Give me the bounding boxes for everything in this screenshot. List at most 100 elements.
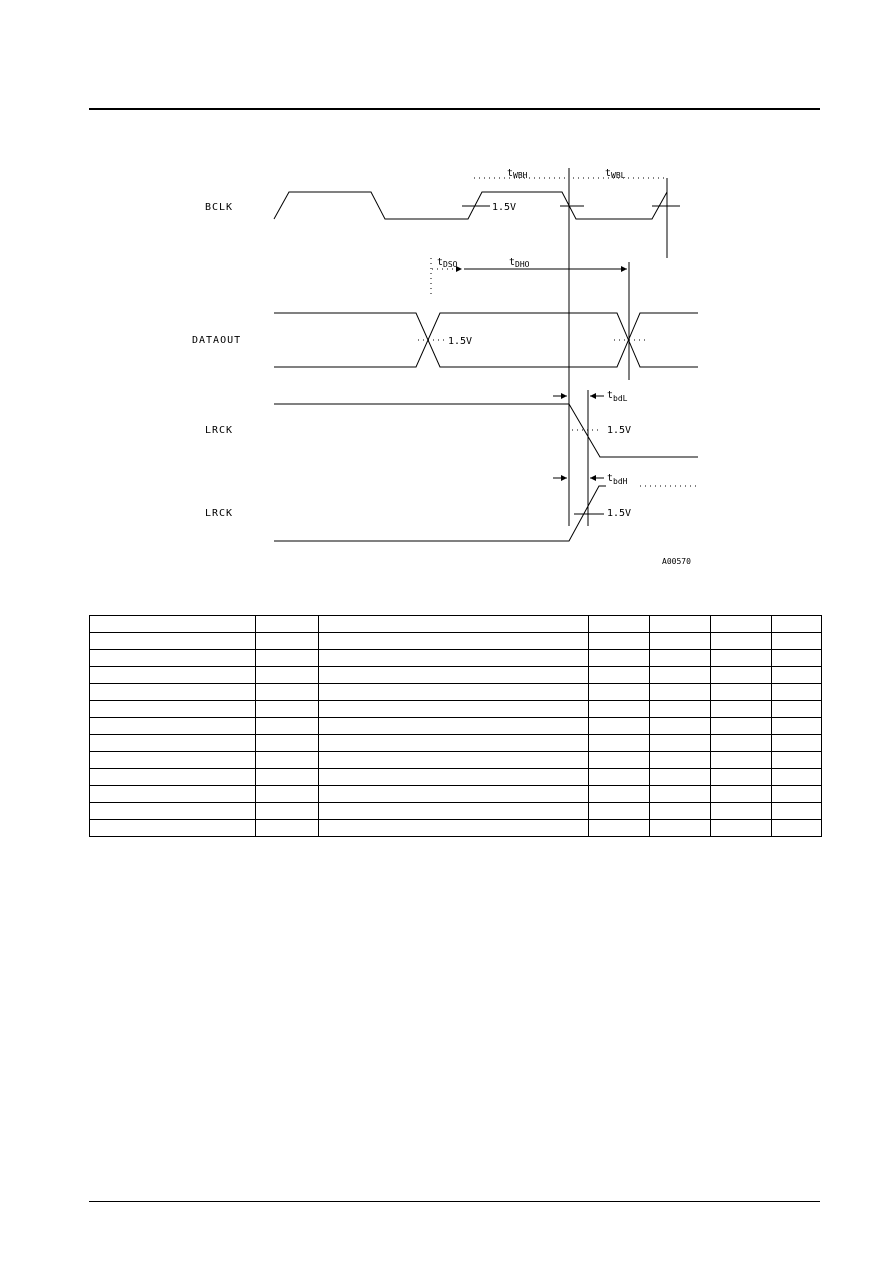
table-cell xyxy=(89,785,256,803)
table-cell xyxy=(588,785,650,803)
table-cell xyxy=(89,734,256,752)
table-cell xyxy=(318,802,589,820)
threshold-label-lrck-1: 1.5V xyxy=(607,425,631,436)
table-cell xyxy=(649,632,711,650)
table-cell xyxy=(771,802,822,820)
table-cell xyxy=(649,734,711,752)
arrowheads xyxy=(456,266,627,481)
table-cell xyxy=(588,768,650,786)
table-cell xyxy=(588,666,650,684)
table-cell xyxy=(255,700,319,718)
table-cell xyxy=(710,683,772,701)
param-label-twbh: tWBH xyxy=(507,168,528,180)
footer-rule xyxy=(89,1201,820,1202)
table-cell xyxy=(318,768,589,786)
table-cell xyxy=(771,615,822,633)
threshold-label-lrck-2: 1.5V xyxy=(607,508,631,519)
threshold-label-dataout: 1.5V xyxy=(448,336,472,347)
table-body xyxy=(89,615,822,837)
table-cell xyxy=(318,683,589,701)
table-cell xyxy=(771,785,822,803)
table-cell xyxy=(771,734,822,752)
table-row xyxy=(89,649,822,667)
table-cell xyxy=(89,819,256,837)
table-cell xyxy=(710,649,772,667)
header-rule xyxy=(89,108,820,110)
table-cell xyxy=(89,666,256,684)
table-cell xyxy=(89,649,256,667)
table-cell xyxy=(771,700,822,718)
table-cell xyxy=(588,649,650,667)
param-label-tdso: tDSO xyxy=(437,257,458,269)
tbdh-arrowhead-left xyxy=(561,475,567,481)
table-cell xyxy=(318,717,589,735)
table-row xyxy=(89,700,822,718)
table-cell xyxy=(318,751,589,769)
table-cell xyxy=(649,768,711,786)
table-cell xyxy=(255,632,319,650)
table-cell xyxy=(649,717,711,735)
table-cell xyxy=(255,751,319,769)
table-cell xyxy=(588,683,650,701)
table-cell xyxy=(710,700,772,718)
lrck1-waveform xyxy=(274,403,698,458)
tdso-arrowhead xyxy=(456,266,462,272)
table-cell xyxy=(318,666,589,684)
param-label-twbl: tWBL xyxy=(605,168,626,180)
table-row xyxy=(89,683,822,701)
table-cell xyxy=(710,785,772,803)
threshold-label-bclk: 1.5V xyxy=(492,202,516,213)
table-cell xyxy=(710,632,772,650)
table-cell xyxy=(255,649,319,667)
table-cell xyxy=(588,632,650,650)
table-cell xyxy=(710,751,772,769)
table-row xyxy=(89,717,822,735)
param-label-tbdl: tbdL xyxy=(607,390,628,403)
table-cell xyxy=(318,632,589,650)
table-cell xyxy=(89,717,256,735)
table-cell xyxy=(318,819,589,837)
tdho-arrowhead xyxy=(621,266,627,272)
table-cell xyxy=(649,819,711,837)
tbdh-arrowhead-right xyxy=(590,475,596,481)
table-cell xyxy=(318,649,589,667)
table-cell xyxy=(649,802,711,820)
table-cell xyxy=(89,751,256,769)
table-cell xyxy=(649,666,711,684)
table-cell xyxy=(255,666,319,684)
table-cell xyxy=(649,615,711,633)
table-cell xyxy=(649,683,711,701)
table-cell xyxy=(255,785,319,803)
table-cell xyxy=(710,734,772,752)
table-cell xyxy=(588,615,650,633)
table-cell xyxy=(710,717,772,735)
timing-diagram: BCLK DATAOUT LRCK LRCK 1.5V 1.5V 1.5V 1.… xyxy=(192,168,698,566)
table-cell xyxy=(255,819,319,837)
dataout-waveform-bottom xyxy=(274,312,698,368)
table-cell xyxy=(89,615,256,633)
table-cell xyxy=(89,632,256,650)
table-cell xyxy=(588,751,650,769)
table-cell xyxy=(771,649,822,667)
table-cell xyxy=(588,802,650,820)
table-cell xyxy=(649,700,711,718)
table-cell xyxy=(318,785,589,803)
tbdl-arrowhead-left xyxy=(561,393,567,399)
table-cell xyxy=(255,802,319,820)
table-cell xyxy=(89,802,256,820)
table-cell xyxy=(255,683,319,701)
table-cell xyxy=(588,717,650,735)
signal-label-lrck-2: LRCK xyxy=(205,508,233,519)
table-row xyxy=(89,734,822,752)
table-cell xyxy=(710,615,772,633)
table-cell xyxy=(318,615,589,633)
table-cell xyxy=(710,819,772,837)
table-cell xyxy=(318,700,589,718)
table-cell xyxy=(318,734,589,752)
dataout-waveform-top xyxy=(274,312,698,368)
table-cell xyxy=(771,666,822,684)
table-cell xyxy=(649,649,711,667)
table-row xyxy=(89,615,822,633)
table-cell xyxy=(710,666,772,684)
measurement-lines xyxy=(462,168,680,526)
